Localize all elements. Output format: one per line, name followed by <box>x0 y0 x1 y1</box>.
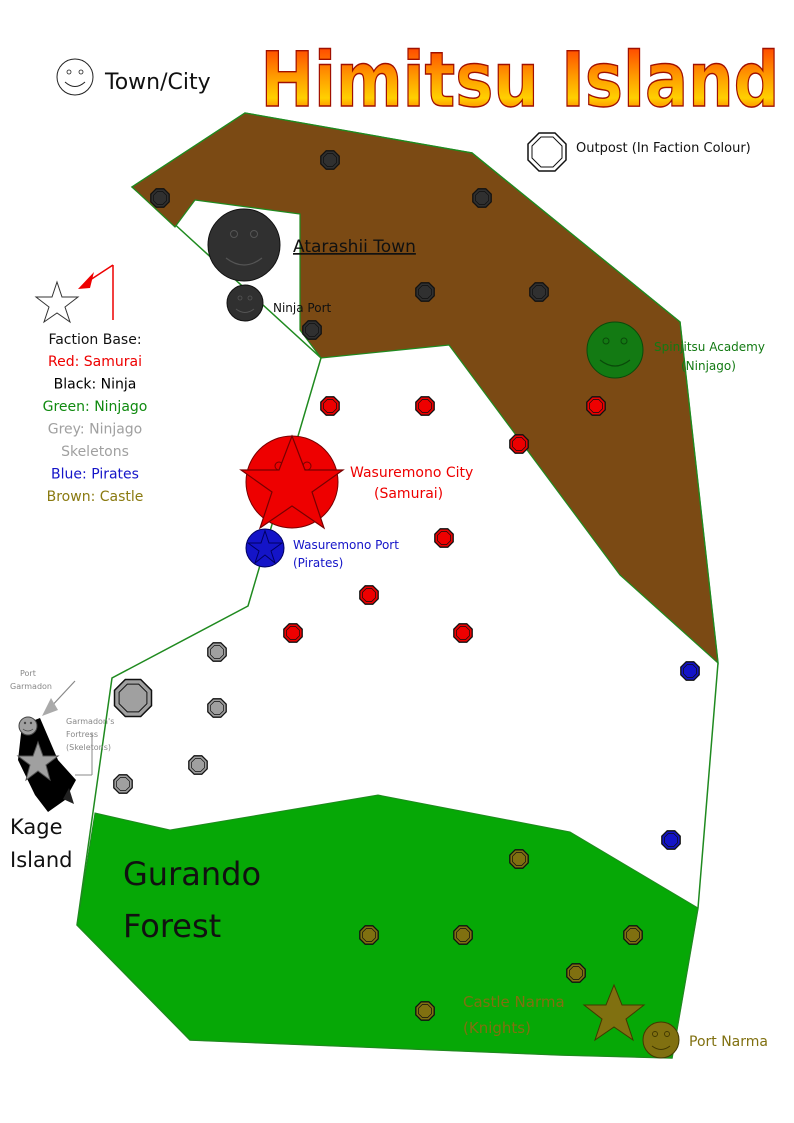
legend-faction-4: Skeletons <box>61 444 129 460</box>
ninja-outpost-inner <box>532 285 546 299</box>
legend-faction-2: Green: Ninjago <box>43 399 148 415</box>
port-narma-icon <box>642 1021 680 1059</box>
legend-faction-5: Blue: Pirates <box>51 467 139 483</box>
port-garmadon-label: Port Garmadon <box>10 669 52 691</box>
legend-faction-6: Brown: Castle <box>47 489 144 505</box>
pirate-outpost-inner <box>683 664 697 678</box>
academy-label: Spinjitsu Academy (Ninjago) <box>654 340 769 373</box>
kage-island-label: Kage Island <box>10 815 72 872</box>
garmadon-fortress-star <box>16 740 60 782</box>
castle-narma-star <box>582 983 646 1042</box>
samurai-outpost-inner <box>589 399 603 413</box>
castle-outpost-inner <box>569 966 583 980</box>
ninja-outpost-inner <box>153 191 167 205</box>
map-title: Himitsu Island <box>261 36 780 124</box>
wasuremono-port-icon <box>245 528 285 568</box>
port-garmadon-icon <box>18 716 38 736</box>
legend-town-label: Town/City <box>104 70 211 95</box>
legend-faction-heading: Faction Base: <box>48 332 141 348</box>
outposts <box>113 150 700 1021</box>
atarashii-town-icon <box>207 208 281 282</box>
samurai-outpost-inner <box>362 588 376 602</box>
samurai-outpost-inner <box>418 399 432 413</box>
legend-outpost-label: Outpost (In Faction Colour) <box>576 141 751 156</box>
brown-mountains <box>131 112 719 665</box>
samurai-outpost-inner <box>437 531 451 545</box>
skeleton-large-outpost-inner <box>118 683 148 713</box>
legend-outpost-icon <box>527 132 567 172</box>
skeleton-outpost-inner <box>210 701 224 715</box>
castle-narma-label: Castle Narma (Knights) <box>463 993 569 1037</box>
legend-star-icon <box>34 280 80 324</box>
fortress-label: Garmadon's Fortress (Skeletons) <box>66 717 117 752</box>
atarashii-town-label: Atarashii Town <box>293 237 416 257</box>
gurando-forest <box>76 794 699 1059</box>
ninja-outpost-inner <box>418 285 432 299</box>
legend-faction-0: Red: Samurai <box>48 354 142 370</box>
skeleton-outpost-inner <box>210 645 224 659</box>
castle-outpost-inner <box>418 1004 432 1018</box>
skeleton-large-outpost <box>113 678 153 718</box>
samurai-outpost-inner <box>286 626 300 640</box>
samurai-outpost-inner <box>456 626 470 640</box>
wasuremono-city-label: Wasuremono City (Samurai) <box>350 465 478 502</box>
legend-faction-1: Black: Ninja <box>54 377 137 393</box>
spinjitsu-academy-icon <box>586 321 644 379</box>
port-narma-label: Port Narma <box>689 1034 768 1050</box>
castle-outpost-inner <box>456 928 470 942</box>
ninja-outpost-inner <box>323 153 337 167</box>
kage-island <box>18 718 76 812</box>
castle-outpost-inner <box>512 852 526 866</box>
wasuremono-city-icon <box>239 434 345 530</box>
legend-town-icon <box>56 58 94 96</box>
pirate-outpost-inner <box>664 833 678 847</box>
castle-outpost-inner <box>362 928 376 942</box>
ninja-outpost-inner <box>305 323 319 337</box>
samurai-outpost-inner <box>512 437 526 451</box>
wasuremono-port-label: Wasuremono Port (Pirates) <box>293 538 403 570</box>
skeleton-outpost-inner <box>191 758 205 772</box>
pointer-lines <box>42 264 114 804</box>
legend-faction-3: Grey: Ninjago <box>48 422 143 438</box>
ninja-port-icon <box>226 284 264 322</box>
castle-outpost-inner <box>626 928 640 942</box>
samurai-outpost-inner <box>323 399 337 413</box>
ninja-port-label: Ninja Port <box>273 301 332 315</box>
gurando-forest-label: Gurando Forest <box>123 855 271 945</box>
ninja-outpost-inner <box>475 191 489 205</box>
skeleton-outpost-inner <box>116 777 130 791</box>
